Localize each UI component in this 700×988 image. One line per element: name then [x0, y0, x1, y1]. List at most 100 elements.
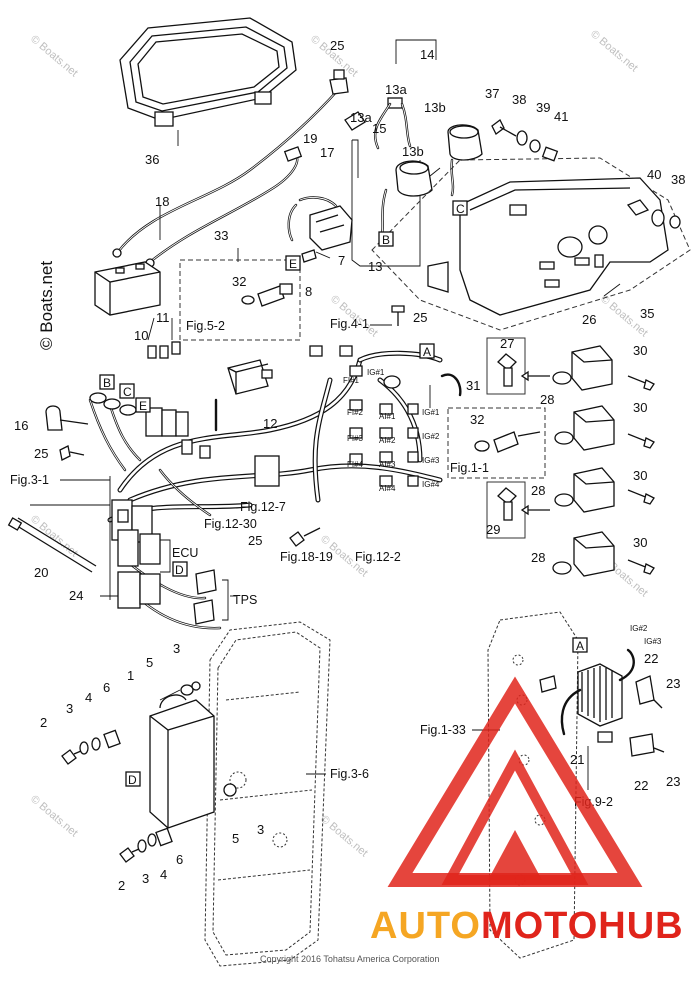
part-37-41-fasteners: [491, 119, 681, 229]
figure-ref: Fig.3-1: [10, 473, 49, 487]
callout-14: 14: [420, 47, 434, 62]
callout-15: 15: [372, 121, 386, 136]
figure-ref: Fig.1-1: [450, 461, 489, 475]
ignition-coils: [486, 337, 655, 577]
callout-5: 5: [146, 655, 153, 670]
box-label-d: D: [128, 773, 137, 787]
callout-18: 18: [155, 194, 169, 209]
callout-3: 3: [257, 822, 264, 837]
callout-4: 4: [160, 867, 167, 882]
logo-text-moto: MOTO: [481, 905, 598, 947]
connector-label: AI#2: [379, 436, 396, 445]
figure-ref: Fig.18-19: [280, 550, 333, 564]
connector-label: IG#2: [630, 624, 648, 633]
connector-label: IG#3: [422, 456, 440, 465]
connector-label: AI#3: [379, 460, 396, 469]
callout-13b: 13b: [402, 144, 424, 159]
part-16-sensor: [45, 405, 89, 461]
connector-label: FI#1: [343, 376, 360, 385]
connector-label: FI#2: [347, 408, 364, 417]
callout-13a: 13a: [350, 110, 372, 125]
callout-29: 29: [486, 522, 500, 537]
callout-13b: 13b: [424, 100, 446, 115]
watermark-text: © Boats.net: [28, 513, 80, 559]
group-labels: ECU TPS: [172, 546, 257, 607]
connector-label: IG#2: [422, 432, 440, 441]
callout-17: 17: [320, 145, 334, 160]
callout-19: 19: [303, 131, 317, 146]
callout-13: 13: [368, 259, 382, 274]
part-36-cover: [119, 17, 297, 127]
callout-23: 23: [666, 774, 680, 789]
connector-label: FI#4: [347, 460, 364, 469]
callout-25: 25: [34, 446, 48, 461]
callout-32: 32: [232, 274, 246, 289]
callout-22: 22: [644, 651, 658, 666]
connector-labels: IG#1 FI#1 FI#2 FI#3 FI#4 AI#1 AI#2 AI#3 …: [343, 368, 662, 646]
bolts-25: [289, 305, 405, 547]
battery: [94, 261, 181, 359]
callout-7: 7: [338, 253, 345, 268]
logo-text-auto: AUTO: [370, 905, 481, 947]
callout-12: 12: [263, 416, 277, 431]
callout-5: 5: [232, 831, 239, 846]
callout-numbers: 25 14 13a 13b 13a 15 13b 19 17 36 18 37 …: [14, 38, 685, 893]
part-7-fuse-block: [287, 196, 353, 263]
callout-39: 39: [536, 100, 550, 115]
callout-31: 31: [466, 378, 480, 393]
callout-2: 2: [118, 878, 125, 893]
callout-27: 27: [500, 336, 514, 351]
box-label-c: C: [456, 202, 465, 216]
callout-30: 30: [633, 343, 647, 358]
callout-28: 28: [531, 550, 545, 565]
leader-lines: [30, 130, 621, 790]
callout-33: 33: [214, 228, 228, 243]
box-label-e: E: [139, 399, 147, 413]
callout-2: 2: [40, 715, 47, 730]
callout-22: 22: [634, 778, 648, 793]
callout-35: 35: [640, 306, 654, 321]
box-label-b: B: [382, 233, 390, 247]
callout-28: 28: [531, 483, 545, 498]
watermark-text: © Boats.net: [318, 813, 370, 859]
callout-26: 26: [582, 312, 596, 327]
callout-30: 30: [633, 400, 647, 415]
callout-24: 24: [69, 588, 83, 603]
callout-1: 1: [127, 668, 134, 683]
callout-13a: 13a: [385, 82, 407, 97]
automotohub-logo: AUTOMOTOHUB: [370, 676, 683, 947]
callout-23: 23: [666, 676, 680, 691]
callout-25: 25: [413, 310, 427, 325]
callout-3: 3: [66, 701, 73, 716]
watermark-text: © Boats.net: [28, 793, 80, 839]
connector-label: AI#4: [379, 484, 396, 493]
connector-label: IG#1: [422, 408, 440, 417]
callout-40: 40: [647, 167, 661, 182]
part-18-harness: [112, 69, 366, 268]
side-watermark: © Boats.net: [37, 261, 56, 350]
part-14-relays: [351, 39, 483, 267]
fig-1-1-group: [429, 385, 546, 479]
logo-text-hub: HUB: [598, 905, 683, 947]
callout-6: 6: [103, 680, 110, 695]
tps-label: TPS: [233, 593, 257, 607]
ecu-connector-block: [109, 476, 229, 625]
box-label-e: E: [289, 257, 297, 271]
callout-21: 21: [570, 752, 584, 767]
boxed-labels: C B E A B C E D A D: [99, 200, 588, 787]
watermark-text: © Boats.net: [28, 33, 80, 79]
callout-11: 11: [156, 310, 170, 325]
callout-3: 3: [142, 871, 149, 886]
callout-28: 28: [540, 392, 554, 407]
callout-38: 38: [512, 92, 526, 107]
part-20-cable-tie: [7, 517, 97, 573]
box-label-a: A: [576, 639, 584, 653]
figure-ref: Fig.12-7: [240, 500, 286, 514]
copyright-text: Copyright 2016 Tohatsu America Corporati…: [260, 954, 439, 964]
box-label-d: D: [175, 563, 184, 577]
callout-41: 41: [554, 109, 568, 124]
ecu-label: ECU: [172, 546, 198, 560]
callout-25: 25: [248, 533, 262, 548]
figure-ref: Fig.3-6: [330, 767, 369, 781]
